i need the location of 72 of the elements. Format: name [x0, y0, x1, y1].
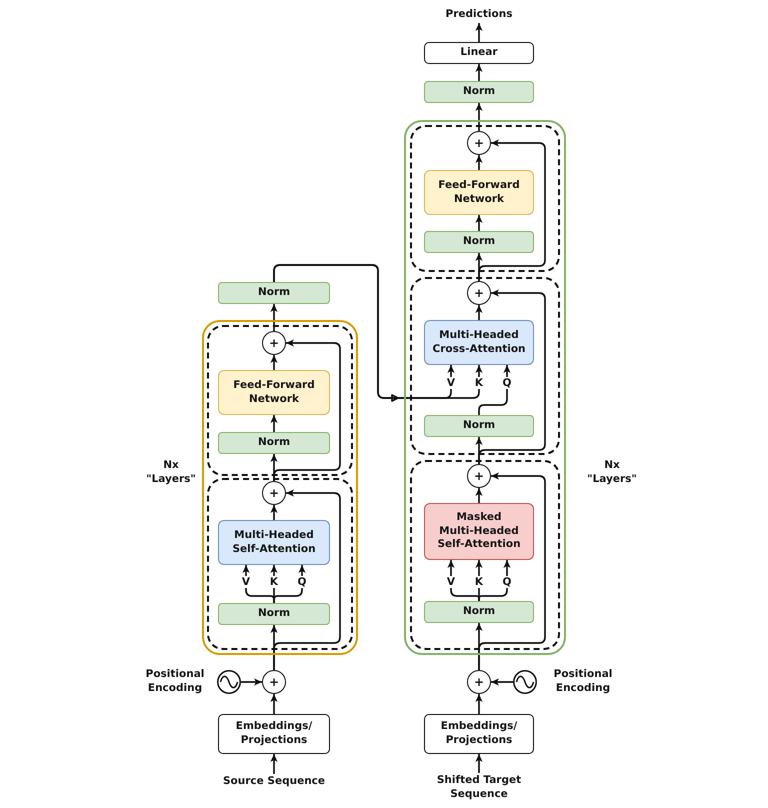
layer-norm-block: Norm: [218, 282, 330, 304]
sum-junction: +: [467, 131, 491, 155]
arrow: [270, 355, 278, 370]
arrow: [475, 155, 483, 170]
sublayer-frame: [207, 478, 353, 650]
sublayer-frame: [207, 325, 353, 476]
edge-label: Q: [296, 576, 308, 588]
arrow: [475, 103, 483, 131]
arrow: [273, 565, 306, 603]
arrow: [273, 489, 341, 670]
arrow: [475, 694, 483, 714]
input-label: Shifted Target Sequence: [423, 773, 535, 803]
sublayer-frame: [410, 460, 560, 650]
sine-wave-icon: [513, 670, 537, 694]
linear-block: Linear: [424, 42, 534, 64]
feed-forward-block: Feed-Forward Network: [424, 170, 534, 215]
arrow: [475, 754, 483, 773]
arrow: [270, 304, 278, 331]
side-label: Positional Encoding: [144, 668, 206, 696]
sublayer-frame: [410, 277, 560, 455]
sum-junction: +: [262, 670, 286, 694]
layer-norm-block: Norm: [218, 432, 330, 454]
input-label: Source Sequence: [214, 774, 334, 790]
edge-label: V: [446, 377, 456, 389]
arrow: [270, 754, 278, 774]
side-label: Nx "Layers": [586, 458, 638, 487]
arrow: [270, 694, 278, 714]
feed-forward-block: Feed-Forward Network: [218, 370, 330, 415]
arrow: [270, 505, 278, 520]
layer-norm-block: Norm: [424, 415, 534, 437]
arrow: [475, 488, 483, 503]
edge-label: K: [474, 377, 484, 389]
arrow: [478, 289, 546, 464]
side-label: Positional Encoding: [552, 668, 614, 696]
sum-junction: +: [467, 464, 491, 488]
layer-norm-block: Norm: [218, 603, 330, 625]
layer-norm-block: Norm: [424, 601, 534, 623]
arrow: [475, 215, 483, 231]
arrow: [478, 365, 511, 415]
edge-label: K: [268, 576, 280, 588]
side-label: Nx "Layers": [145, 458, 197, 487]
arrow: [478, 472, 546, 670]
arrow: [478, 560, 511, 601]
layer-stack-frame: [404, 120, 566, 655]
arrow: [475, 23, 483, 42]
edge-label: V: [446, 576, 456, 588]
attention-block: Multi-Headed Cross-Attention: [424, 320, 534, 365]
arrow: [491, 678, 513, 686]
layer-norm-block: Norm: [424, 81, 534, 103]
arrow: [241, 678, 262, 686]
edge-label: V: [240, 576, 252, 588]
edge-label: Q: [502, 576, 512, 588]
embedding-block: Embeddings/ Projections: [424, 714, 534, 754]
edge-label: Q: [502, 377, 512, 389]
sum-junction: +: [467, 281, 491, 305]
arrow: [475, 305, 483, 320]
sublayer-frame: [410, 125, 560, 272]
arrow: [270, 415, 278, 432]
sine-wave-icon: [217, 670, 241, 694]
output-label: Predictions: [429, 7, 529, 23]
sum-junction: +: [262, 331, 286, 355]
arrow: [478, 139, 546, 281]
layer-stack-frame: [202, 320, 358, 655]
arrow: [475, 64, 483, 81]
sum-junction: +: [467, 670, 491, 694]
embedding-block: Embeddings/ Projections: [218, 714, 330, 754]
attention-block: Multi-Headed Self-Attention: [218, 520, 330, 565]
layer-norm-block: Norm: [424, 231, 534, 253]
edge-label: K: [474, 576, 484, 588]
masked-attention-block: Masked Multi-Headed Self-Attention: [424, 503, 534, 560]
sum-junction: +: [262, 481, 286, 505]
arrow: [273, 339, 341, 481]
